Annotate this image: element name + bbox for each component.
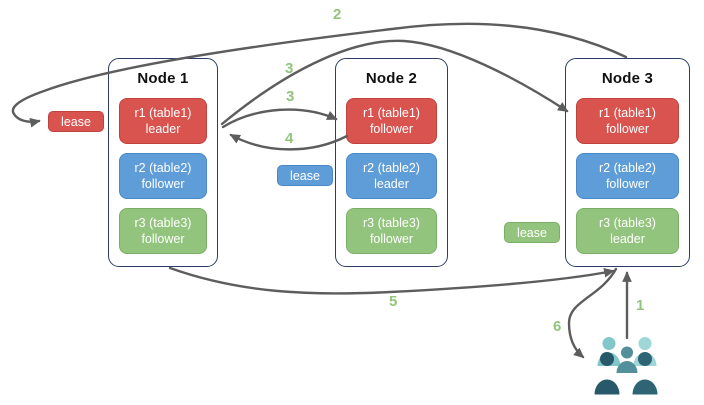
replica-name: r3 (table3) [599,216,656,230]
replica-name: r1 (table1) [599,106,656,120]
arrow-step-3-to-node2 [221,108,338,129]
step-label-3-mid: 3 [286,88,295,105]
node2-r2-replica: r2 (table2) leader [346,153,437,199]
node-1-title: Node 1 [137,70,189,87]
replica-name: r1 (table1) [134,106,192,120]
replica-role: follower [369,122,414,136]
step-label-4: 4 [285,130,294,147]
step-label-2: 2 [333,6,342,23]
replica-role: follower [605,177,650,191]
replica-role: follower [141,177,185,191]
node-1-box: Node 1 r1 (table1) leader r2 (table2) fo… [108,58,218,267]
replica-name: r1 (table1) [363,106,420,120]
node1-r3-replica: r3 (table3) follower [119,208,207,254]
replica-role: leader [610,232,645,246]
replica-role: leader [145,122,181,136]
node3-r1-replica: r1 (table1) follower [576,98,679,144]
replica-name: r3 (table3) [134,216,192,230]
node3-r3-replica: r3 (table3) leader [576,208,679,254]
users-group-icon [594,337,658,395]
lease-badge-r3: lease [504,222,560,243]
replica-role: follower [369,232,414,246]
node1-r1-replica: r1 (table1) leader [119,98,207,144]
replica-name: r3 (table3) [363,216,420,230]
arrow-step-2 [11,22,628,128]
lease-badge-r2: lease [277,165,333,186]
arrow-step-5 [168,266,615,295]
step-label-5: 5 [389,293,398,310]
node-3-title: Node 3 [601,70,654,87]
step-label-3-top: 3 [285,60,294,77]
lease-badge-r1: lease [48,111,104,132]
step-label-6: 6 [553,318,562,335]
replica-name: r2 (table2) [363,161,420,175]
user-front-right [632,352,658,395]
replica-name: r2 (table2) [134,161,192,175]
step-label-1: 1 [636,297,645,314]
node2-r1-replica: r1 (table1) follower [346,98,437,144]
node-3-box: Node 3 r1 (table1) follower r2 (table2) … [565,58,690,267]
replica-role: follower [141,232,185,246]
node2-r3-replica: r3 (table3) follower [346,208,437,254]
node-2-box: Node 2 r1 (table1) follower r2 (table2) … [335,58,448,267]
replica-role: leader [374,177,409,191]
node-2-title: Node 2 [365,70,418,87]
node1-r2-replica: r2 (table2) follower [119,153,207,199]
replica-name: r2 (table2) [599,161,656,175]
user-middle [616,346,638,373]
node3-r2-replica: r2 (table2) follower [576,153,679,199]
replica-role: follower [605,122,650,136]
